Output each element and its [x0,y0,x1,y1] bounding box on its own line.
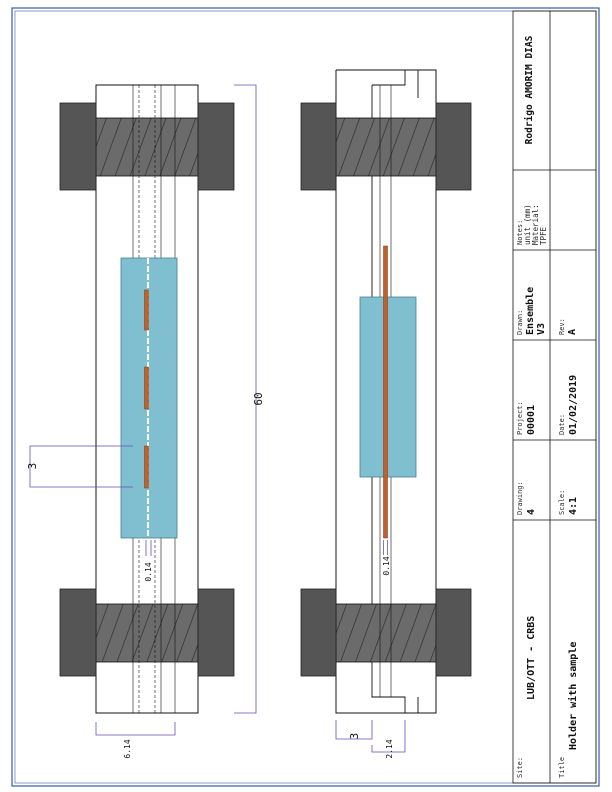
overall-length-dimension [234,84,257,714]
rev-label: Rev: [558,318,566,335]
drawn-label: Drawn: [516,310,524,335]
right-bottom-clamp-left [300,588,337,677]
right-fiber [383,245,388,539]
left-bottom-clamp-right [197,588,235,677]
scale-value: 4:1 [568,497,579,515]
left-dimensions [29,84,257,736]
notes-label: Notes: [516,220,524,245]
date-label: Date: [558,414,566,435]
drawn-value2: V3 [536,323,547,335]
left-fiber-segment [144,445,149,489]
right-sample [359,296,417,478]
site-value: LUB/OTT - CRBS [526,616,537,700]
right-top-threaded-block [335,117,437,177]
left-view [59,84,235,714]
step-dimension [335,720,373,740]
notes-line1: unit (mm) [523,204,532,245]
step-label: 3 [348,733,361,740]
left-top-threaded-block [95,117,199,177]
scale-label: Scale: [558,490,566,515]
title-block-frame [512,10,597,784]
right-dimensions [335,540,406,753]
left-top-clamp-right [197,102,235,191]
date-value: 01/02/2019 [568,375,579,435]
left-top-clamp-left [59,102,97,191]
drawing-value: 4 [526,509,537,515]
left-fiber-segment [144,366,149,410]
pitch-label: 3 [26,463,39,470]
width-right-label: 2.14 [385,739,394,758]
drawn-value: Ensemble [525,287,536,335]
notes-line3: TPFE [539,226,548,245]
right-bottom-threaded-block [335,603,437,663]
overall-length-label: 60 [252,392,265,405]
sheet-border [11,7,600,787]
right-top-clamp-left [300,102,337,191]
drawing-label: Drawing: [516,481,524,515]
rev-value: A [567,329,578,335]
gap-right-label: 0.14 [382,556,391,575]
right-top-clamp-right [435,102,472,191]
width-dimension-left [95,722,176,736]
author-name: Rodrigo AMORIM DIAS [524,35,535,144]
left-bottom-clamp-left [59,588,97,677]
project-label: Project: [516,401,524,435]
title-label: Title [558,757,566,778]
width-dimension-right [371,720,406,753]
project-value: 00001 [526,405,537,435]
title-value: Holder with sample [567,642,579,750]
gap-left-label: 0.14 [144,562,153,581]
right-bottom-clamp-right [435,588,472,677]
right-channel-outline [372,69,419,98]
width-left-label: 6.14 [123,739,132,758]
left-fiber-segment [144,289,149,331]
site-label: Site: [516,757,524,778]
notes-line2: Material: [531,204,540,245]
pitch-dimension [29,445,133,488]
right-view [300,69,472,714]
title-block [512,10,597,784]
left-bottom-threaded-block [95,603,199,663]
